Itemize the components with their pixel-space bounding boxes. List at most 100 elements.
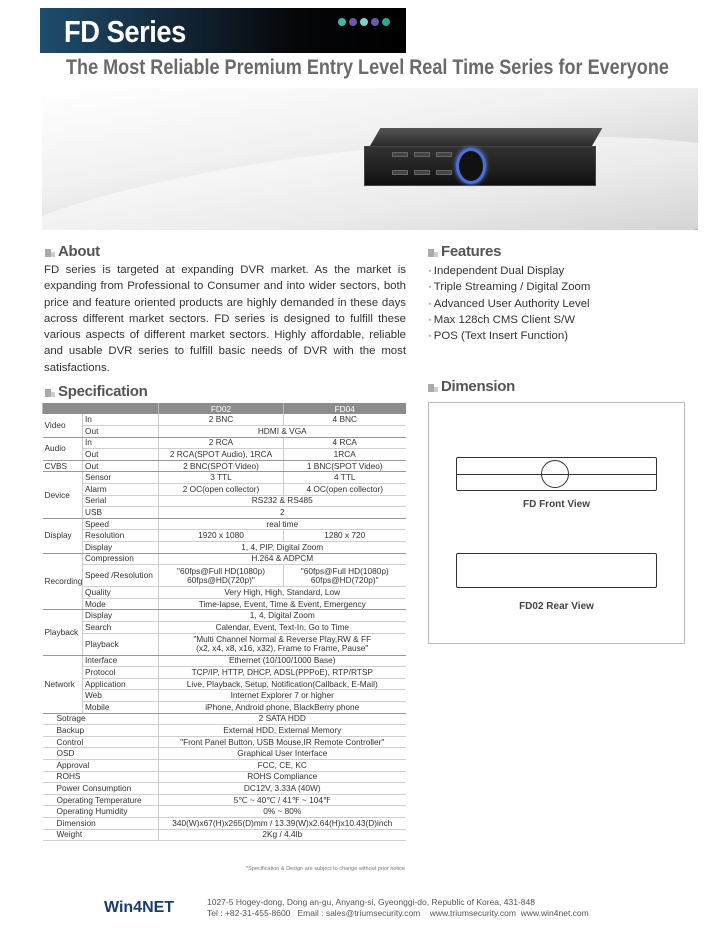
rear-view-drawing xyxy=(456,553,657,588)
page-subtitle: The Most Reliable Premium Entry Level Re… xyxy=(66,56,669,79)
row-label: Out xyxy=(82,425,159,438)
contact-line: Tel : +82-31-455-8600 Email : sales@triu… xyxy=(207,908,589,918)
square-bullet-icon xyxy=(45,387,55,397)
row-label: Web xyxy=(82,689,159,702)
row-value: real time xyxy=(158,518,406,531)
about-heading-text: About xyxy=(58,243,100,260)
fd04-value: 1RCA xyxy=(283,448,406,461)
dot-icon xyxy=(349,18,357,26)
front-view-drawing xyxy=(456,457,657,491)
fd04-value: 4 BNC xyxy=(283,414,406,427)
row-value: Time-lapse, Event, Time & Event, Emergen… xyxy=(158,598,406,611)
row-value: External HDD, External Memory xyxy=(158,724,406,737)
feature-item: Max 128ch CMS Client S/W xyxy=(428,312,590,328)
row-label: Sotrage xyxy=(42,713,159,726)
feature-item: Advanced User Authority Level xyxy=(428,296,590,312)
row-label: Mobile xyxy=(82,701,159,714)
fd04-value: 1 BNC(SPOT Video) xyxy=(283,460,406,473)
specification-heading: Specification xyxy=(45,383,148,400)
table-row: Speed /Resolution"60fps@Full HD(1080p) 6… xyxy=(43,564,406,588)
row-value: "Front Panel Button, USB Mouse,IR Remote… xyxy=(158,736,406,749)
row-label: Protocol xyxy=(82,666,159,679)
fd02-value: "60fps@Full HD(1080p) 60fps@HD(720p)" xyxy=(158,564,284,588)
row-label: Approval xyxy=(42,759,159,772)
row-label: ROHS xyxy=(42,771,159,784)
column-header: FD04 xyxy=(283,403,406,414)
fd02-value: 1920 x 1080 xyxy=(158,529,284,543)
fd04-value: 4 TTL xyxy=(283,471,406,485)
row-group-label: Device xyxy=(42,471,83,519)
row-value: ROHS Compliance xyxy=(158,771,406,784)
row-value: Ethernet (10/100/1000 Base) xyxy=(158,655,406,668)
row-label: Compression xyxy=(82,553,159,566)
square-bullet-icon xyxy=(428,382,438,392)
fd04-value: 1280 x 720 xyxy=(283,529,406,543)
row-label: Sensor xyxy=(82,471,159,485)
row-value: DC12V, 3.33A (40W) xyxy=(158,782,406,795)
dot-icon xyxy=(371,18,379,26)
row-label: Out xyxy=(82,460,159,473)
front-view-caption: FD Front View xyxy=(522,499,591,510)
fd04-value: "60fps@Full HD(1080p) 60fps@HD(720p)" xyxy=(283,564,406,588)
decorative-dots xyxy=(338,18,390,26)
hero-product-image xyxy=(42,88,698,230)
row-label: Resolution xyxy=(82,529,159,543)
row-group-label: CVBS xyxy=(42,460,83,473)
row-group-label: Playback xyxy=(42,609,83,656)
row-value: 2Kg / 4.4lb xyxy=(158,829,406,842)
feature-item: Triple Streaming / Digital Zoom xyxy=(428,279,591,295)
about-text: FD series is targeted at expanding DVR m… xyxy=(44,264,406,374)
row-label: Display xyxy=(82,541,159,554)
row-label: In xyxy=(82,437,159,450)
row-label: Backup xyxy=(42,724,159,737)
specification-note: *Specification & Design are subject to c… xyxy=(246,866,405,872)
address-line: 1027-5 Hogey-dong, Dong an-gu, Anyang-si… xyxy=(207,897,535,907)
row-value: iPhone, Android phone, BlackBerry phone xyxy=(158,701,406,714)
row-value: 2 SATA HDD xyxy=(158,713,406,726)
fd02-value: 2 RCA(SPOT Audio), 1RCA xyxy=(158,448,284,461)
company-address: 1027-5 Hogey-dong, Dong an-gu, Anyang-si… xyxy=(207,897,589,919)
square-bullet-icon xyxy=(45,247,55,257)
features-list: Independent Dual Display Triple Streamin… xyxy=(428,263,591,344)
fd02-value: 2 OC(open collector) xyxy=(158,483,284,496)
dvr-product-icon xyxy=(364,128,603,188)
specification-heading-text: Specification xyxy=(58,383,148,400)
row-value: 1, 4, PIP, Digital Zoom xyxy=(158,541,406,554)
row-label: Playback xyxy=(82,633,159,656)
row-label: Dimension xyxy=(42,817,159,830)
row-value: RS232 & RS485 xyxy=(158,495,406,508)
row-value: Internet Explorer 7 or higher xyxy=(158,689,406,702)
row-value: TCP/IP, HTTP, DHCP, ADSL(PPPoE), RTP/RTS… xyxy=(158,666,406,679)
row-value: Graphical User Interface xyxy=(158,747,406,760)
dot-icon xyxy=(382,18,390,26)
row-label: Interface xyxy=(82,655,159,668)
row-label: Control xyxy=(42,736,159,749)
row-value: Live, Playback, Setup, Notification(Call… xyxy=(158,678,406,691)
title-banner: FD Series xyxy=(40,8,406,53)
row-group-label: Network xyxy=(42,655,83,714)
feature-item: POS (Text Insert Function) xyxy=(428,328,590,344)
row-value: 1, 4, Digital Zoom xyxy=(158,609,406,622)
row-label: Serial xyxy=(82,495,159,508)
